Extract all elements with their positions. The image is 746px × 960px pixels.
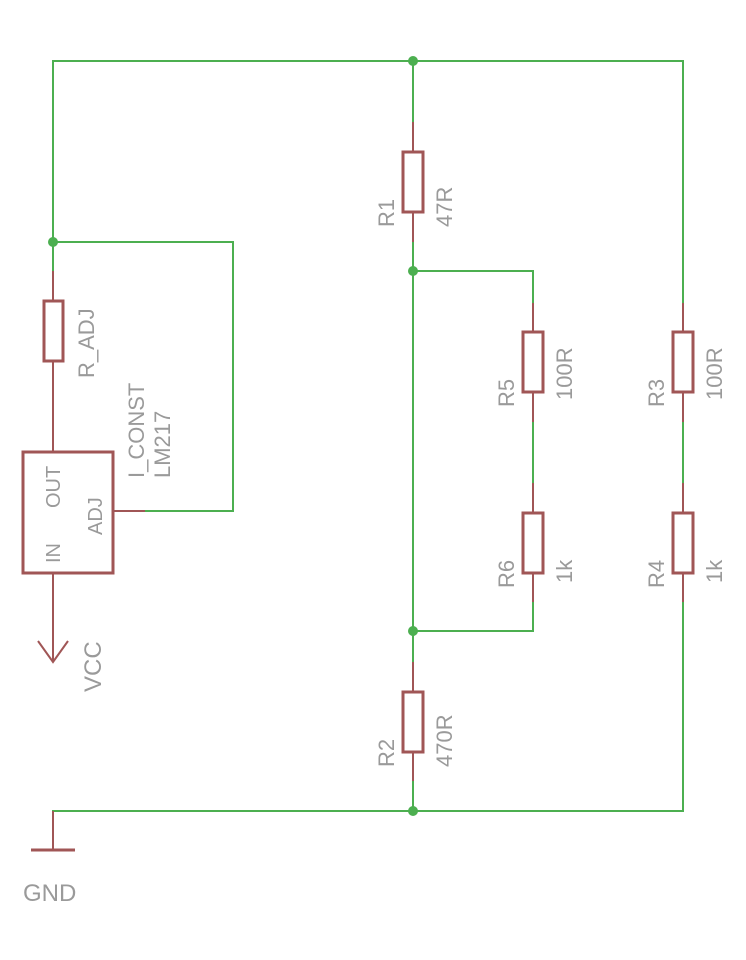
- ic-pin-in-label: IN: [43, 543, 65, 563]
- wire-r6-bottom: [412, 601, 534, 632]
- resistor-r6: R6 1k: [494, 483, 577, 602]
- wire-r4-bottom: [412, 601, 684, 812]
- ic-name: I_CONST: [124, 383, 149, 478]
- junction-gnd: [408, 806, 418, 816]
- wire-r1-r5-branch: [412, 241, 534, 304]
- r6-value: 1k: [552, 559, 577, 583]
- wires: [52, 60, 684, 849]
- junction-top: [408, 56, 418, 66]
- r3-name: R3: [644, 379, 669, 407]
- r2-name: R2: [374, 739, 399, 767]
- wire-top-rail: [52, 60, 684, 333]
- vcc-label: VCC: [80, 641, 107, 692]
- resistor-r2: R2 470R: [374, 662, 457, 781]
- resistor-r1: R1 47R: [374, 122, 457, 242]
- r6-name: R6: [494, 560, 519, 588]
- junction-adj: [48, 237, 58, 247]
- resistor-r4: R4 1k: [644, 483, 727, 602]
- regulator-lm217: IN OUT ADJ I_CONST LM217: [21, 383, 175, 662]
- r4-value: 1k: [702, 559, 727, 583]
- wire-gnd-rail: [52, 810, 414, 849]
- r5-name: R5: [494, 379, 519, 407]
- junction-r6-bottom: [408, 626, 418, 636]
- r4-name: R4: [644, 560, 669, 588]
- gnd-supply: GND: [23, 811, 76, 907]
- r1-value: 47R: [432, 187, 457, 227]
- regulator-body: [21, 450, 115, 575]
- resistor-r5: R5 100R: [494, 303, 577, 422]
- r3-value: 100R: [702, 347, 727, 400]
- ic-pin-adj-label: ADJ: [85, 497, 107, 535]
- wire-adj-loop: [52, 241, 234, 512]
- r1-name: R1: [374, 199, 399, 227]
- resistor-r3: R3 100R: [644, 303, 727, 422]
- r2-value: 470R: [432, 714, 457, 767]
- r5-value: 100R: [552, 347, 577, 400]
- ic-value: LM217: [150, 411, 175, 478]
- vcc-arrow-icon: [37, 640, 69, 664]
- gnd-label: GND: [23, 880, 76, 907]
- vcc-supply: VCC: [37, 640, 107, 692]
- ic-pin-out-label: OUT: [43, 466, 65, 508]
- r-adj-name: R_ADJ: [74, 308, 99, 378]
- junction-r1-bottom: [408, 266, 418, 276]
- junctions: [48, 56, 418, 816]
- resistor-r-adj: R_ADJ: [42, 271, 99, 452]
